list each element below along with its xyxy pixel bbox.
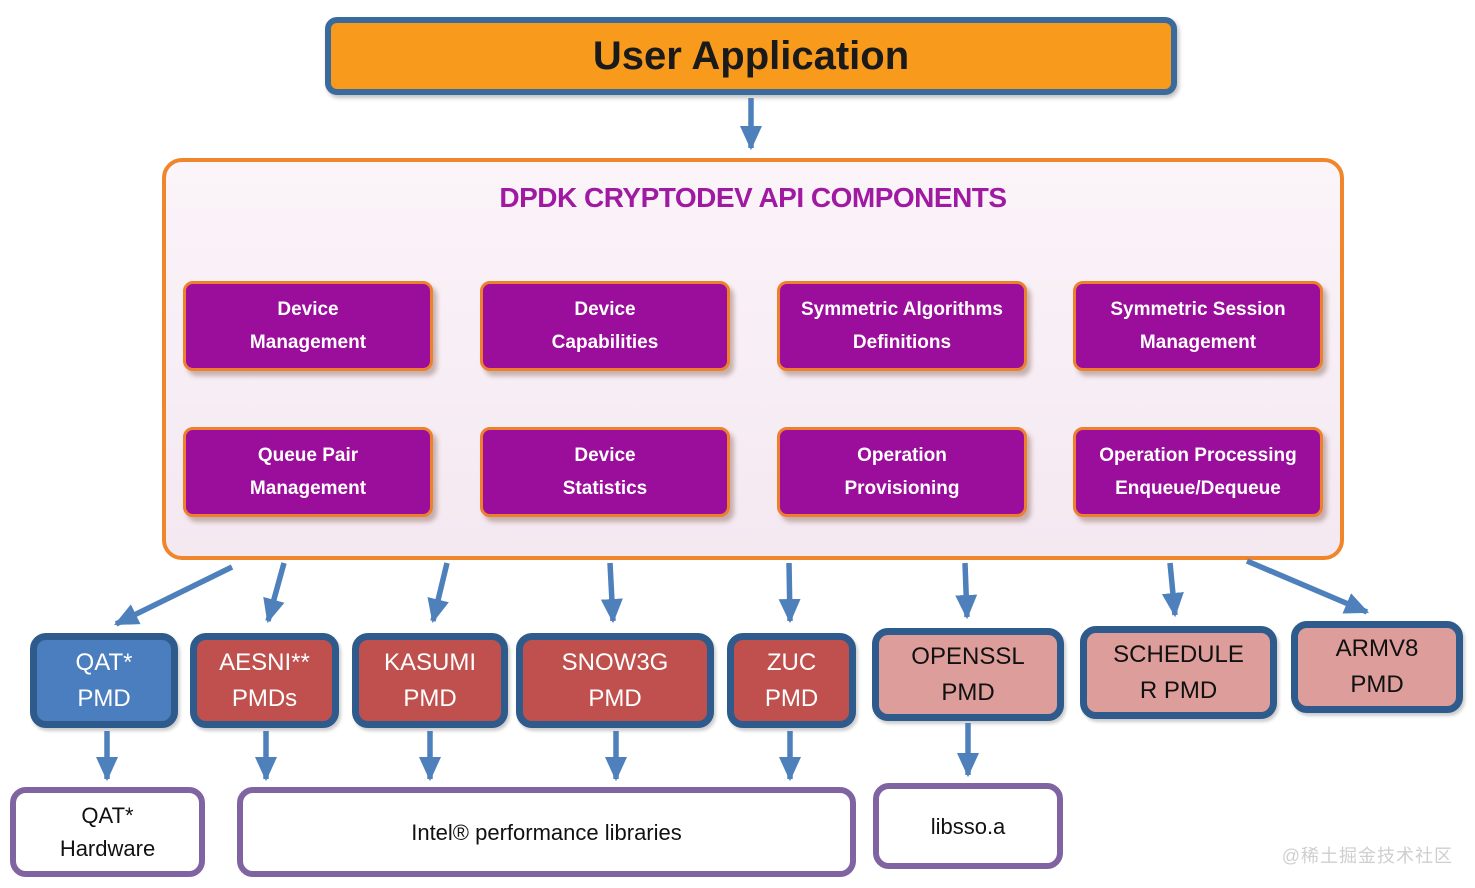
api-components-title: DPDK CRYPTODEV API COMPONENTS: [499, 182, 1007, 213]
pmd-box-kasumi: KASUMI PMD: [352, 633, 508, 728]
component-box-queue-pair-management: Queue Pair Management: [183, 427, 433, 517]
pmd-box-aesni: AESNI** PMDs: [190, 633, 339, 728]
component-box-device-management: Device Management: [183, 281, 433, 371]
pmd-box-snow3g: SNOW3G PMD: [516, 633, 714, 728]
watermark: @稀土掘金技术社区: [1281, 846, 1453, 866]
component-box-operation-provisioning: Operation Provisioning: [777, 427, 1027, 517]
pmd-box-scheduler: SCHEDULE R PMD: [1080, 626, 1277, 719]
pmd-box-openssl: OPENSSL PMD: [872, 628, 1064, 721]
pmd-box-qat: QAT* PMD: [30, 633, 178, 728]
component-box-device-capabilities: Device Capabilities: [480, 281, 730, 371]
user-application-box: User Application: [325, 17, 1177, 95]
hardware-box-qat-hardware: QAT* Hardware: [10, 787, 205, 877]
component-box-device-statistics: Device Statistics: [480, 427, 730, 517]
pmd-box-zuc: ZUC PMD: [727, 633, 856, 728]
component-box-symmetric-algorithms-definitions: Symmetric Algorithms Definitions: [777, 281, 1027, 371]
library-box-libsso: libsso.a: [873, 783, 1063, 869]
component-box-symmetric-session-management: Symmetric Session Management: [1073, 281, 1323, 371]
library-box-intel-performance-libraries: Intel® performance libraries: [237, 787, 856, 877]
pmd-box-armv8: ARMV8 PMD: [1291, 621, 1463, 713]
component-box-operation-processing-enqueue-dequeue: Operation Processing Enqueue/Dequeue: [1073, 427, 1323, 517]
